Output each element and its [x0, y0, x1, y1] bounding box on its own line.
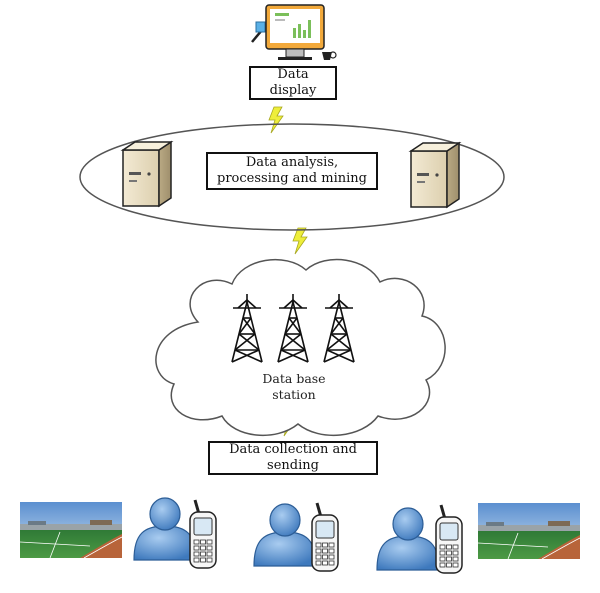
monitor-icon: [251, 4, 337, 60]
data-display-box: Data display: [249, 66, 337, 100]
stadium-image: [477, 502, 581, 560]
server-icon: [122, 141, 172, 207]
lightning-icon: [292, 227, 308, 255]
phone-icon: [310, 501, 340, 573]
person-icon: [133, 497, 197, 561]
lightning-icon: [268, 106, 284, 134]
phone-icon: [434, 503, 464, 575]
phone-icon: [188, 498, 218, 570]
stadium-image: [19, 501, 123, 559]
data-collection-box: Data collection and sending: [208, 441, 378, 475]
data-collection-label: Data collection and sending: [229, 441, 357, 473]
server-icon: [410, 142, 460, 208]
person-icon: [376, 507, 440, 571]
person-icon: [253, 503, 317, 567]
data-analysis-label: Data analysis, processing and mining: [217, 154, 367, 186]
data-analysis-box: Data analysis, processing and mining: [206, 152, 378, 190]
data-display-label: Data display: [269, 66, 317, 98]
base-station-label: Data base station: [262, 371, 326, 403]
analysis-ellipse: [79, 123, 505, 231]
